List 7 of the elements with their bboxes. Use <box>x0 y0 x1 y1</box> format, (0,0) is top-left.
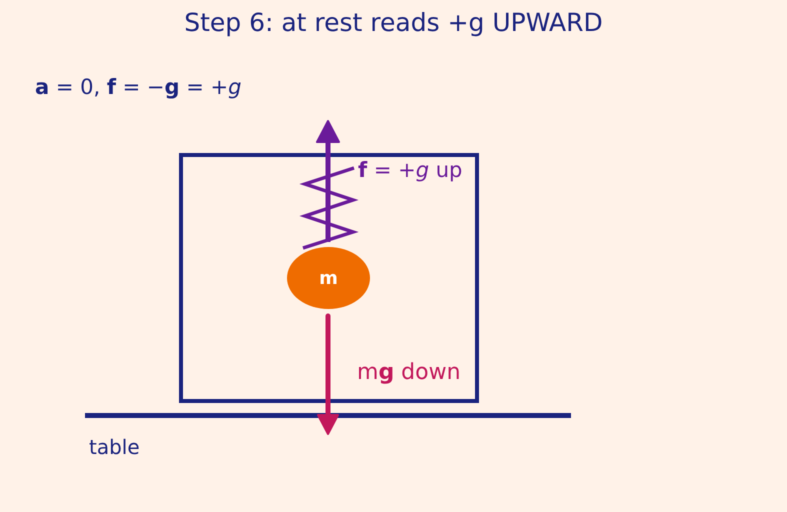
formula-text: a = 0, f = −g = +g <box>35 75 242 100</box>
mass-ball: m <box>287 247 370 309</box>
title: Step 6: at rest reads +g UPWARD <box>184 9 603 38</box>
table-label: table <box>89 436 140 459</box>
force-label: mg down <box>357 360 461 386</box>
force-label: f = +g up <box>358 158 462 182</box>
box-frame <box>179 153 479 403</box>
